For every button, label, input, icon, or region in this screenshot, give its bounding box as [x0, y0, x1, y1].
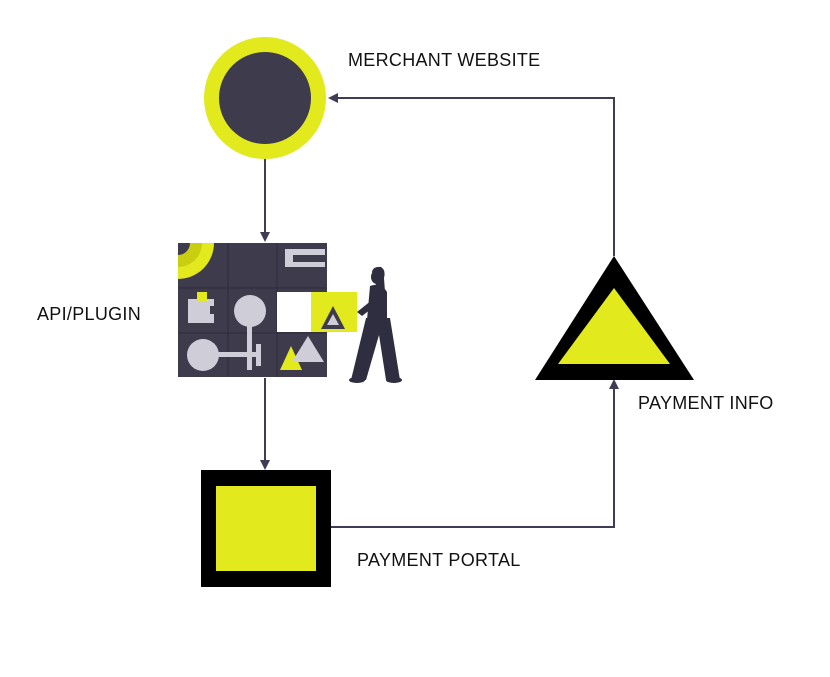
merchant-website-label: MERCHANT WEBSITE — [348, 50, 541, 70]
edge-portal-to-info — [331, 379, 619, 528]
payment-portal-node — [201, 470, 331, 587]
merchant-website-node — [204, 37, 326, 159]
api-plugin-label: API/PLUGIN — [37, 304, 142, 324]
api-plugin-illustration — [178, 243, 402, 383]
payment-info-label: PAYMENT INFO — [638, 393, 774, 413]
payment-portal-label: PAYMENT PORTAL — [357, 550, 521, 570]
person-figure — [349, 266, 402, 383]
payment-info-node — [535, 256, 694, 380]
connectors — [260, 93, 619, 528]
edge-info-to-merchant — [328, 93, 615, 256]
